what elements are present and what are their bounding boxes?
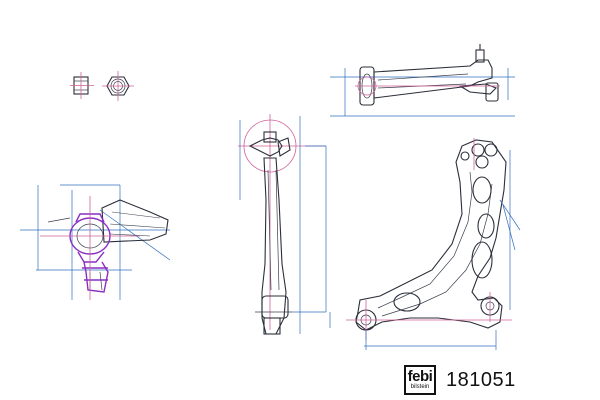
nut-side-view xyxy=(70,72,94,99)
ball-joint-detail xyxy=(20,184,171,300)
arm-top-view xyxy=(330,44,515,117)
part-number: 181051 xyxy=(446,368,516,391)
logo-word: febi xyxy=(407,367,433,385)
logo-sub: bilstein xyxy=(410,383,430,390)
control-arm-main-view xyxy=(329,138,521,350)
arm-side-view xyxy=(238,114,327,335)
febi-bilstein-logo: febi bilstein xyxy=(404,365,436,395)
brand-block: febi bilstein 181051 xyxy=(404,364,516,396)
nut-top-view xyxy=(102,71,134,101)
